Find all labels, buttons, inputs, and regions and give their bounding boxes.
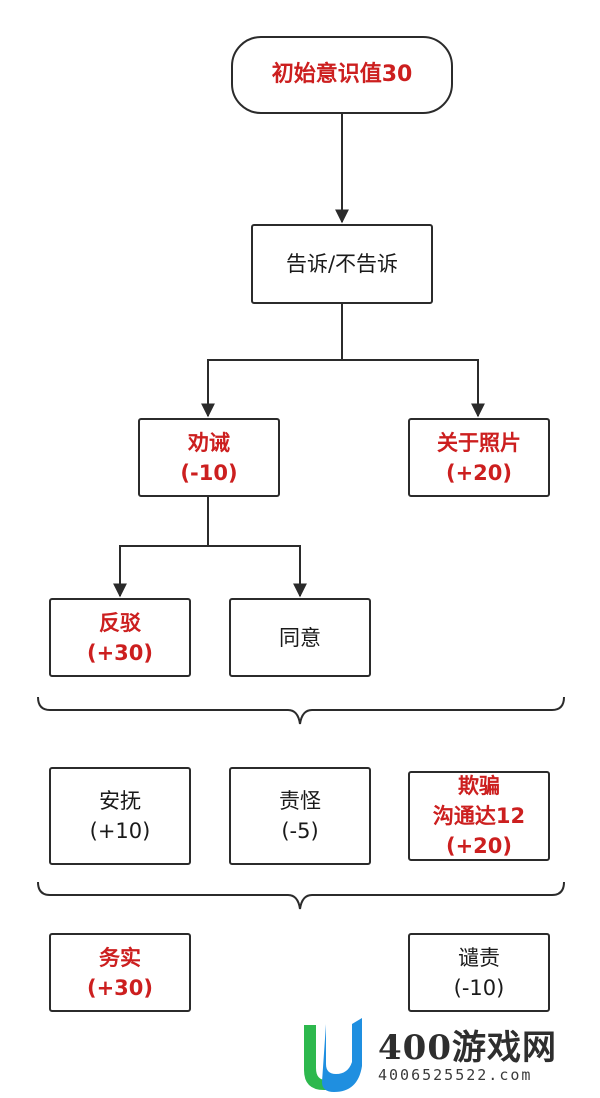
node-deceive-value: (+20) [445,834,512,858]
brace-2 [37,881,565,910]
connector-persuade-branch [113,496,209,598]
node-agree-label: 同意 [279,625,321,650]
node-pragmatic-title: 务实 [99,945,141,970]
logo-right-bar [322,1018,362,1092]
node-pragmatic: 务实 (+30) [49,933,191,1012]
node-refute-title: 反驳 [99,610,141,635]
node-photo-value: (+20) [445,460,512,485]
node-condemn-title: 谴责 [458,945,500,970]
node-photo-title: 关于照片 [437,430,521,455]
brace-1 [37,696,565,725]
arrow-to-agree [208,545,307,598]
node-tell-label: 告诉/不告诉 [285,252,399,276]
node-condemn: 谴责 (-10) [408,933,550,1012]
u-shaped-logo [304,1018,362,1092]
logo-left-bar [304,1025,340,1090]
node-blame-value: (-5) [281,819,319,843]
watermark-brand: 400游戏网 [378,1028,557,1068]
node-refute-value: (+30) [86,640,153,665]
node-comfort-value: (+10) [89,819,151,843]
connector-tell-branch [201,302,343,418]
node-condemn-value: (-10) [453,975,505,1000]
node-refute: 反驳 (+30) [49,598,191,677]
node-comfort-title: 安抚 [99,789,141,813]
node-blame: 责怪 (-5) [229,767,371,865]
node-deceive-title: 欺骗 [458,774,500,798]
node-start-label: 初始意识值30 [271,62,413,87]
node-tell: 告诉/不告诉 [251,224,433,304]
node-persuade-value: (-10) [180,460,238,485]
node-deceive-subtitle: 沟通达12 [432,804,526,828]
node-start: 初始意识值30 [231,36,453,114]
node-pragmatic-value: (+30) [86,975,153,1000]
watermark-url: 4006525522.com [378,1066,533,1084]
node-deceive: 欺骗 沟通达12 (+20) [408,771,550,861]
arrow-to-photo [342,359,485,418]
node-photo: 关于照片 (+20) [408,418,550,497]
node-comfort: 安抚 (+10) [49,767,191,865]
node-persuade: 劝诫 (-10) [138,418,280,497]
node-agree: 同意 [229,598,371,677]
node-persuade-title: 劝诫 [188,430,230,455]
node-blame-title: 责怪 [279,789,321,813]
